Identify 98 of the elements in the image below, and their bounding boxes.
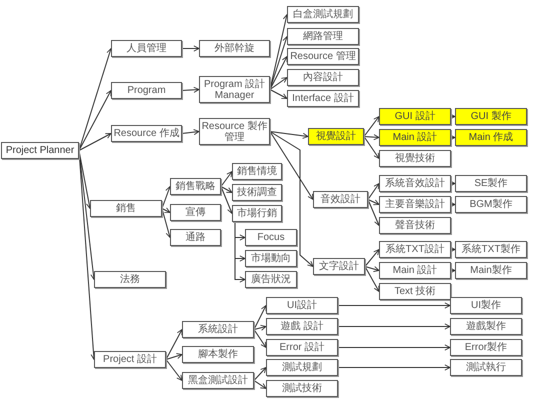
process-box: 視覺技術 xyxy=(379,150,451,167)
process-box: 技術調查 xyxy=(232,184,282,201)
process-box: Program xyxy=(111,82,182,99)
process-box: Main 設計 xyxy=(379,262,451,279)
arrow xyxy=(449,180,456,186)
process-box: 宣傳 xyxy=(170,204,221,221)
process-box: 遊戲製作 xyxy=(450,318,522,335)
process-box: 測試規劃 xyxy=(266,359,338,376)
process-box: 市場行銷 xyxy=(232,205,282,222)
arrow xyxy=(220,171,232,187)
arrow xyxy=(270,77,288,90)
process-box: 音效設計 xyxy=(313,191,368,208)
process-box: 白盒測試規劃 xyxy=(287,6,359,23)
arrow xyxy=(162,207,170,213)
process-box: GUI 設計 xyxy=(379,108,451,125)
process-box: Error製作 xyxy=(450,339,522,356)
process-box: 內容設計 xyxy=(287,69,359,86)
process-box: Resource 管理 xyxy=(287,48,359,65)
process-box: Resource 作成 xyxy=(111,125,182,142)
process-box: 主要音樂設計 xyxy=(379,196,451,213)
process-box: 遊戲 設計 xyxy=(266,318,338,335)
process-box: UI製作 xyxy=(450,297,522,314)
arrow xyxy=(270,56,288,90)
arrow xyxy=(254,324,266,331)
process-box: Resource 製作管理 xyxy=(199,118,270,145)
arrow xyxy=(449,114,456,120)
process-box: Main製作 xyxy=(455,262,527,279)
arrow xyxy=(364,249,380,267)
arrow xyxy=(182,46,200,52)
process-box: 網路管理 xyxy=(287,28,359,45)
process-box: 系統設計 xyxy=(182,321,254,338)
process-box: 系統TXT設計 xyxy=(379,241,451,258)
arrow xyxy=(338,344,450,350)
arrow xyxy=(162,208,172,238)
process-box: Interface 設計 xyxy=(287,90,359,107)
arrow xyxy=(364,266,380,292)
arrow xyxy=(449,246,456,252)
process-box: 外部幹旋 xyxy=(199,40,270,57)
arrow xyxy=(270,131,308,139)
arrow xyxy=(449,268,456,274)
arrow xyxy=(338,324,450,330)
process-box: 通路 xyxy=(170,229,221,246)
process-box: 測試技術 xyxy=(266,380,338,397)
arrow xyxy=(182,86,200,93)
process-box: 銷售戰略 xyxy=(170,178,221,195)
arrow xyxy=(182,129,200,136)
process-box: 人員管理 xyxy=(111,40,182,57)
process-box: 視覺設計 xyxy=(308,128,364,145)
process-box: BGM製作 xyxy=(455,196,527,213)
process-box: UI設計 xyxy=(266,297,338,314)
process-box: 文字設計 xyxy=(313,258,365,275)
process-box: Main 設計 xyxy=(379,129,451,146)
process-box: 測試執行 xyxy=(450,359,522,376)
process-box: 系統TXT製作 xyxy=(455,241,527,258)
process-box: Project Planner xyxy=(1,142,79,159)
arrow xyxy=(364,136,380,159)
process-box: 法務 xyxy=(94,271,166,288)
arrow xyxy=(78,90,112,151)
process-box: 黑盒測試設計 xyxy=(182,372,254,389)
process-box: Text 技術 xyxy=(379,283,451,300)
process-box: Error 設計 xyxy=(266,339,338,356)
arrow xyxy=(220,186,232,193)
arrow xyxy=(368,183,380,200)
arrow xyxy=(78,133,112,151)
arrow xyxy=(254,329,266,348)
arrow xyxy=(449,134,456,140)
process-box: 銷售 xyxy=(90,200,162,217)
arrow xyxy=(338,364,450,370)
process-box: SE製作 xyxy=(455,175,527,192)
process-box: 銷售情境 xyxy=(232,163,282,180)
arrow xyxy=(270,131,314,200)
arrow xyxy=(166,353,182,360)
arrow xyxy=(449,202,456,208)
arrow xyxy=(338,302,450,308)
process-box: 聲音技術 xyxy=(379,217,451,234)
arrow xyxy=(162,186,172,209)
arrow xyxy=(220,186,233,214)
arrow xyxy=(234,222,246,282)
process-box: GUI 製作 xyxy=(455,108,527,125)
process-box: 腳本製作 xyxy=(182,346,254,363)
process-box: 系統音效設計 xyxy=(379,175,451,192)
arrow xyxy=(364,134,380,140)
arrow xyxy=(368,199,380,206)
process-box: Main 作成 xyxy=(455,129,527,146)
arrow xyxy=(166,329,182,360)
process-box: 廣告狀況 xyxy=(245,271,297,288)
arrow xyxy=(368,199,380,226)
process-box: Project 設計 xyxy=(94,351,166,368)
arrow xyxy=(166,359,182,381)
process-box: 市場動向 xyxy=(245,250,297,267)
arrow xyxy=(254,305,266,330)
arrow xyxy=(270,131,314,267)
arrow xyxy=(364,116,380,137)
process-box: Program 設計 Manager xyxy=(199,76,270,103)
arrow xyxy=(364,266,380,272)
arrow xyxy=(254,367,266,381)
arrow xyxy=(254,380,266,389)
process-box: Focus xyxy=(245,229,297,246)
